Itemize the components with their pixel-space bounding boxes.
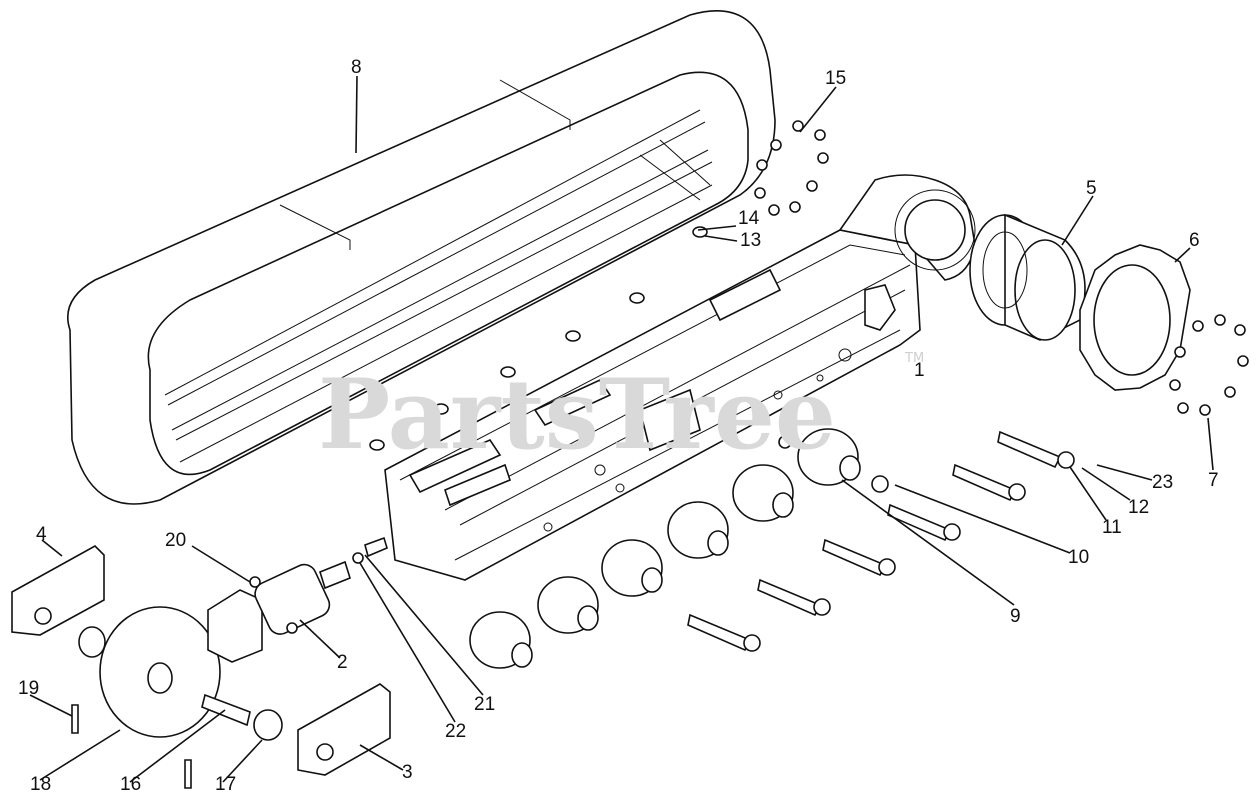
sprocket-bolts[interactable] [1169,314,1249,416]
track-frame[interactable] [384,174,976,581]
part-label-13: 13 [740,230,761,251]
part-label-2: 2 [337,652,348,673]
part-labels: 8 15 14 13 5 6 1 7 23 12 11 10 9 4 20 2 … [18,57,1219,795]
roll-pins[interactable] [71,704,192,789]
track-rollers[interactable] [469,428,861,669]
leader-lines [29,75,1214,783]
watermark-tm: TM [904,351,924,366]
part-label-11: 11 [1102,517,1122,538]
part-label-19: 19 [18,678,39,699]
part-label-10: 10 [1068,547,1089,568]
roller-shafts[interactable] [687,430,1075,652]
part-label-18: 18 [30,774,51,795]
part-label-15: 15 [825,68,846,89]
part-label-1: 1 [914,360,925,381]
part-label-17: 17 [215,774,236,795]
part-label-9: 9 [1010,606,1021,627]
part-label-14: 14 [738,208,760,229]
watermark-text: PartsTree [318,358,836,471]
sprocket[interactable] [1079,244,1191,391]
part-label-16: 16 [120,774,141,795]
cylinder-pin[interactable] [352,536,388,564]
tension-cylinder[interactable] [207,560,351,663]
part-label-8: 8 [351,57,362,78]
part-label-6: 6 [1189,230,1200,251]
part-label-7: 7 [1208,470,1219,491]
idler-axle[interactable] [201,693,283,741]
part-label-4: 4 [36,524,47,545]
part-label-12: 12 [1128,497,1149,518]
part-label-22: 22 [445,721,466,742]
part-label-20: 20 [165,530,186,551]
track-washers[interactable] [369,226,708,451]
part-label-21: 21 [474,694,495,715]
frame-bolts[interactable] [754,120,829,216]
idler-wheel[interactable] [78,606,221,738]
right-plate[interactable] [297,683,391,776]
left-plate[interactable] [11,545,105,636]
track-belt[interactable] [66,10,776,505]
part-label-23: 23 [1152,472,1173,493]
drive-hub[interactable] [969,213,1086,341]
part-label-5: 5 [1086,178,1097,199]
part-label-3: 3 [402,762,413,783]
